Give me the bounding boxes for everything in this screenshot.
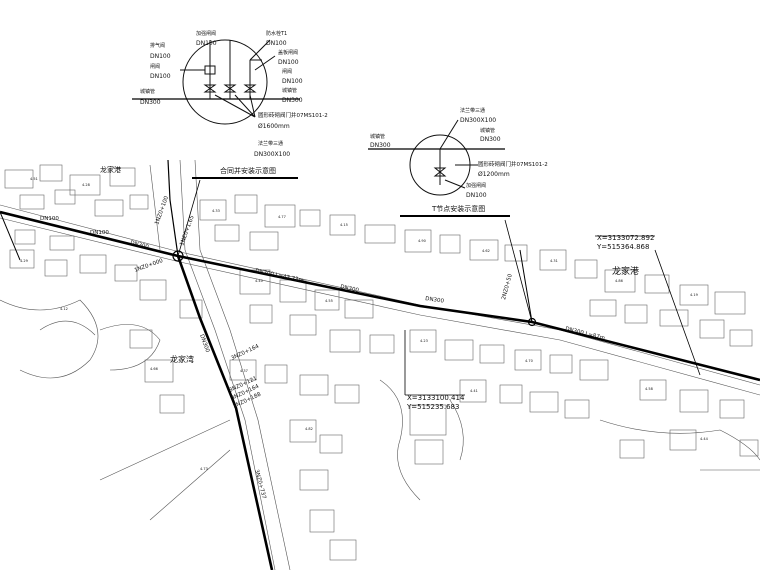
label-t-left-main: 城镇管 [370,133,385,140]
label-main-dn: DN300 [140,99,161,106]
svg-text:4.73: 4.73 [200,467,208,471]
svg-text:4.37: 4.37 [240,369,248,373]
svg-text:4.66: 4.66 [150,367,158,371]
pipe-label-dn300-b: DN300 [340,284,360,294]
label-gate-valve: 闸阀 [150,63,160,70]
svg-text:4.31: 4.31 [550,259,558,263]
label-t-valve-dn: DN100 [466,192,487,199]
detail-valve-well-large: 排气阀 DN100 闸阀 DN100 城镇管 DN300 加强闸阀 DN100 … [132,30,328,179]
coord-right-y: Y=515364.868 [596,243,649,251]
svg-text:4.70: 4.70 [525,359,533,363]
svg-text:4.40: 4.40 [255,279,263,283]
label-fire-dn: DN100 [266,40,287,47]
label-t-right-main: 城镇管 [480,127,495,134]
label-well-note: 圆形砖砌阀门井07MS101-2 [258,111,328,119]
label-tee-note: 法兰带三通 [258,140,283,147]
svg-text:4.86: 4.86 [615,279,623,283]
label-right-main: 城镇管 [282,87,297,94]
label-gate-dn: DN100 [150,73,171,80]
village-label-right: 龙家港 [612,265,639,277]
svg-text:4.90: 4.90 [418,239,426,243]
label-trunk-valve: 盖板闸阀 [278,49,298,56]
svg-text:4.15: 4.15 [340,223,348,227]
svg-text:4.55: 4.55 [325,299,333,303]
village-label-mid: 龙家湾 [170,354,194,364]
pipe-label-dn300-c: DN300 [425,296,445,305]
label-t-left-dn: DN300 [370,142,391,149]
svg-text:4.29: 4.29 [20,259,28,263]
label-t-right-dn: DN300 [480,136,501,143]
leader-lines [177,179,701,396]
svg-text:4.58: 4.58 [645,387,653,391]
detail-top-title: 合同并安装示意图 [220,166,276,175]
label-fire-hydrant: 防水栓T1 [266,30,287,37]
label-well-dia: Ø1600mm [258,123,290,130]
svg-text:4.23: 4.23 [420,339,428,343]
svg-text:4.62: 4.62 [482,249,490,253]
label-exhaust-dn: DN100 [150,53,171,60]
pipe-label-dn300-d: DN300 L=87m [565,326,606,342]
svg-text:4.44: 4.44 [700,437,709,441]
svg-text:4.82: 4.82 [305,427,313,431]
label-main-pipe: 城镇管 [140,88,155,95]
label-t-well-note: 圆形砖砌阀门井07MS101-2 [478,160,548,168]
label-t-well-dia: Ø1200mm [478,171,510,178]
svg-text:4.28: 4.28 [82,183,90,187]
label-reinforce-valve: 加强闸阀 [196,30,216,37]
svg-text:4.33: 4.33 [212,209,220,213]
pipe-label-dn100-b: DN100 [90,230,109,236]
label-right-gate-dn: DN100 [282,78,303,85]
main-pipeline [0,159,760,570]
node-label-9: 2NZ0+50 [501,273,514,301]
site-map-background: 4.51 4.28 4.33 4.77 4.15 4.90 4.62 4.31 4.86 4… [0,159,760,570]
coord-mid-y: Y=515235.683 [406,403,459,411]
svg-text:4.12: 4.12 [60,307,68,311]
node-label-1: 1NZ0+000 [134,258,165,274]
label-trunk-dn: DN100 [278,59,299,66]
detail-valve-well-small: 城镇管 DN300 法兰带三通 DN300X100 城镇管 DN300 圆形砖砌… [368,107,548,217]
label-right-main-dn: DN300 [282,97,303,104]
label-exhaust-valve: 排气阀 [150,42,165,49]
detail-right-title: T节点安装示意图 [431,204,485,213]
svg-text:4.41: 4.41 [470,389,478,393]
svg-text:4.19: 4.19 [690,293,698,297]
coord-right-x: X=3133072.892 [597,234,654,242]
label-t-tee-dn: DN300X100 [460,117,496,124]
label-t-valve: 加强闸阀 [466,182,486,189]
pipe-label-dn100-a: DN100 [40,216,59,222]
label-reinforce-dn: DN100 [196,40,217,47]
label-right-gate: 闸阀 [282,68,292,75]
svg-text:4.51: 4.51 [30,177,38,181]
node-label-3: 1NZ0+100 [154,195,170,226]
label-t-tee: 法兰带三通 [460,107,485,114]
pipe-label-dn300-left: DN300 [130,240,150,251]
village-label-left: 龙家港 [100,165,121,174]
label-tee-dn: DN300X100 [254,151,290,158]
svg-text:4.77: 4.77 [278,215,286,219]
node-label-2: 1NZ0+1.65 [179,214,196,246]
coord-mid-x: X=3133100.414 [407,394,465,402]
